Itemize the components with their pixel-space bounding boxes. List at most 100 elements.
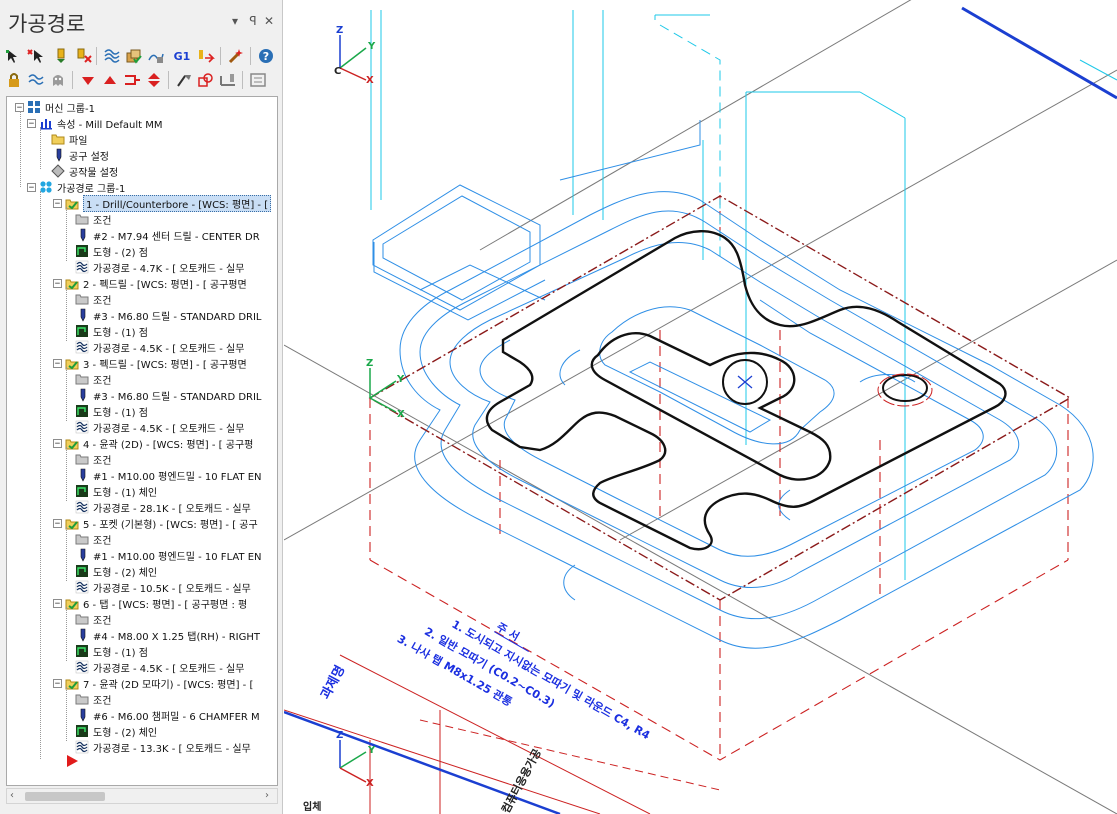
scrollbar-thumb[interactable] <box>25 792 105 801</box>
tree-properties[interactable]: −속성 - Mill Default MM <box>27 115 162 131</box>
tree-op-tool[interactable]: #1 - M10.00 평엔드밀 - 10 FLAT EN <box>75 467 262 483</box>
toolpath-offsets <box>372 120 1094 649</box>
insert-arrow-icon[interactable] <box>122 70 142 90</box>
panel-header: 가공경로 ▾ ꟼ ✕ <box>0 0 283 44</box>
regenerate-dirty-icon[interactable] <box>74 46 94 66</box>
tree-operation-2[interactable]: −2 - 펙드릴 - [WCS: 평면] - [ 공구평면 <box>53 275 247 291</box>
select-tool-icon[interactable] <box>174 70 194 90</box>
tree-op-toolpath[interactable]: 가공경로 - 28.1K - [ 오토캐드 - 실무 <box>75 499 251 515</box>
tree-op-geometry[interactable]: 도형 - (2) 체인 <box>75 723 157 739</box>
svg-text:Z: Z <box>366 358 373 369</box>
collapse-toggle-icon[interactable]: − <box>27 182 36 193</box>
tree-op-params[interactable]: 조건 <box>75 691 111 707</box>
tree-op-geometry[interactable]: 도형 - (1) 체인 <box>75 483 157 499</box>
expand-collapse-icon[interactable] <box>144 70 164 90</box>
tree-op-tool[interactable]: #3 - M6.80 드릴 - STANDARD DRIL <box>75 387 262 403</box>
tree-op-params[interactable]: 조건 <box>75 371 111 387</box>
tree-op-toolpath[interactable]: 가공경로 - 4.5K - [ 오토캐드 - 실무 <box>75 419 244 435</box>
gnomon-bottom: Z Y X <box>336 730 376 789</box>
collapse-toggle-icon[interactable]: − <box>53 678 62 689</box>
tree-op-toolpath[interactable]: 가공경로 - 4.5K - [ 오토캐드 - 실무 <box>75 659 244 675</box>
collapse-toggle-icon[interactable]: − <box>15 102 24 113</box>
tree-operation-6[interactable]: −6 - 탭 - [WCS: 평면] - [ 공구평면 : 평 <box>53 595 247 611</box>
tree-op-geometry[interactable]: 도형 - (2) 점 <box>75 243 148 259</box>
insert-icon <box>65 754 79 768</box>
collapse-toggle-icon[interactable]: − <box>53 198 62 209</box>
move-down-icon[interactable] <box>78 70 98 90</box>
collapse-toggle-icon[interactable]: − <box>53 598 62 609</box>
panel-title: 가공경로 <box>8 12 86 36</box>
tree-operation-4[interactable]: −4 - 윤곽 (2D) - [WCS: 평면] - [ 공구평 <box>53 435 253 451</box>
tree-operation-3[interactable]: − 3 - 펙드릴 - [WCS: 평면] - [ 공구평면 <box>53 355 247 371</box>
help-icon[interactable]: ? <box>256 46 276 66</box>
filter-icon[interactable] <box>248 70 268 90</box>
lock-icon[interactable] <box>4 70 24 90</box>
tree-op-toolpath[interactable]: 가공경로 - 4.5K - [ 오토캐드 - 실무 <box>75 339 244 355</box>
drawing-notes: 주 서 1. 도시되고 지시없는 모따기 및 라운드 C4, R4 2. 일반 … <box>395 617 653 743</box>
tree-operation-7[interactable]: −7 - 윤곽 (2D 모따기) - [WCS: 평면] - [ <box>53 675 253 691</box>
toggle-display-icon[interactable] <box>26 70 46 90</box>
tree-op-toolpath[interactable]: 가공경로 - 4.7K - [ 오토캐드 - 실무 <box>75 259 244 275</box>
graphics-viewport[interactable]: 주 서 1. 도시되고 지시없는 모따기 및 라운드 C4, R4 2. 일반 … <box>284 0 1117 814</box>
tree-op-geometry[interactable]: 도형 - (1) 점 <box>75 403 148 419</box>
tree-op-tool[interactable]: #6 - M6.00 챔퍼밀 - 6 CHAMFER M <box>75 707 260 723</box>
tree-operation-3-label: 3 - 펙드릴 - [WCS: 평면] - [ 공구평면 <box>83 359 247 371</box>
backplot-icon[interactable] <box>102 46 122 66</box>
tree-machine-group[interactable]: −머신 그룹-1 <box>15 99 95 115</box>
insert-arrow-marker[interactable] <box>65 753 83 769</box>
tree-op-geometry-label: 도형 - (2) 체인 <box>93 567 158 579</box>
tree-op-toolpath[interactable]: 가공경로 - 13.3K - [ 오토캐드 - 실무 <box>75 739 251 755</box>
tree-operation-1[interactable]: −1 - Drill/Counterbore - [WCS: 평면] - [ <box>53 194 272 212</box>
panel-close-icon[interactable]: ✕ <box>263 14 275 28</box>
tree-op-geometry[interactable]: 도형 - (1) 점 <box>75 323 148 339</box>
tree-op-params[interactable]: 조건 <box>75 451 111 467</box>
tree-op-tool[interactable]: #4 - M8.00 X 1.25 탭(RH) - RIGHT <box>75 627 260 643</box>
tree-op-tool-label: #3 - M6.80 드릴 - STANDARD DRIL <box>93 311 262 323</box>
scroll-right-icon[interactable]: › <box>265 790 269 801</box>
verify-icon[interactable] <box>124 46 144 66</box>
panel-menu-icon[interactable]: ▾ <box>231 14 239 28</box>
collapse-toggle-icon[interactable]: − <box>27 118 36 129</box>
collapse-toggle-icon[interactable]: − <box>53 518 62 529</box>
scroll-left-icon[interactable]: ‹ <box>10 790 14 801</box>
toolbar-row-1: G1 ? <box>4 44 280 68</box>
tree-op-geometry[interactable]: 도형 - (2) 체인 <box>75 563 157 579</box>
shapes-icon[interactable] <box>196 70 216 90</box>
path-icon <box>75 660 89 674</box>
path-icon <box>75 260 89 274</box>
construction-lines <box>284 0 1117 814</box>
tree-operation-5[interactable]: −5 - 포켓 (기본형) - [WCS: 평면] - [ 공구 <box>53 515 258 531</box>
tree-op-geometry-label: 도형 - (2) 체인 <box>93 727 158 739</box>
regenerate-selected-icon[interactable] <box>52 46 72 66</box>
collapse-toggle-icon[interactable]: − <box>53 278 62 289</box>
collapse-toggle-icon[interactable]: − <box>53 358 62 369</box>
select-all-operations-icon[interactable] <box>4 46 24 66</box>
collapse-toggle-icon[interactable]: − <box>53 438 62 449</box>
highfeed-icon[interactable] <box>196 46 216 66</box>
tree-op-params-label: 조건 <box>93 535 112 547</box>
tree-op-params[interactable]: 조건 <box>75 531 111 547</box>
panel-pin-icon[interactable]: ꟼ <box>249 14 257 28</box>
tree-op-params[interactable]: 조건 <box>75 291 111 307</box>
tree-op-toolpath[interactable]: 가공경로 - 10.5K - [ 오토캐드 - 실무 <box>75 579 251 595</box>
tree-tool-settings[interactable]: 공구 설정 <box>51 147 109 163</box>
tree-op-params[interactable]: 조건 <box>75 211 111 227</box>
tree-op-params[interactable]: 조건 <box>75 611 111 627</box>
tree-stock-setup[interactable]: 공작물 설정 <box>51 163 118 179</box>
tree-op-tool[interactable]: #2 - M7.94 센터 드릴 - CENTER DR <box>75 227 260 243</box>
move-up-icon[interactable] <box>100 70 120 90</box>
post-toggle-icon[interactable] <box>48 70 68 90</box>
tree-op-geometry-label: 도형 - (1) 점 <box>93 647 148 659</box>
tree-op-geometry[interactable]: 도형 - (1) 점 <box>75 643 148 659</box>
horizontal-scrollbar[interactable]: ‹ › <box>6 788 278 804</box>
tree-files[interactable]: 파일 <box>51 131 87 147</box>
tree-op-tool[interactable]: #3 - M6.80 드릴 - STANDARD DRIL <box>75 307 262 323</box>
simulate-icon[interactable] <box>146 46 166 66</box>
tree-toolpath-group[interactable]: −가공경로 그룹-1 <box>27 179 125 195</box>
deselect-operations-icon[interactable] <box>26 46 46 66</box>
tree-op-tool[interactable]: #1 - M10.00 평엔드밀 - 10 FLAT EN <box>75 547 262 563</box>
geom-icon <box>75 244 89 258</box>
wand-icon[interactable] <box>226 46 246 66</box>
tool-path-icon[interactable] <box>218 70 238 90</box>
post-gcode-button[interactable]: G1 <box>173 49 191 63</box>
